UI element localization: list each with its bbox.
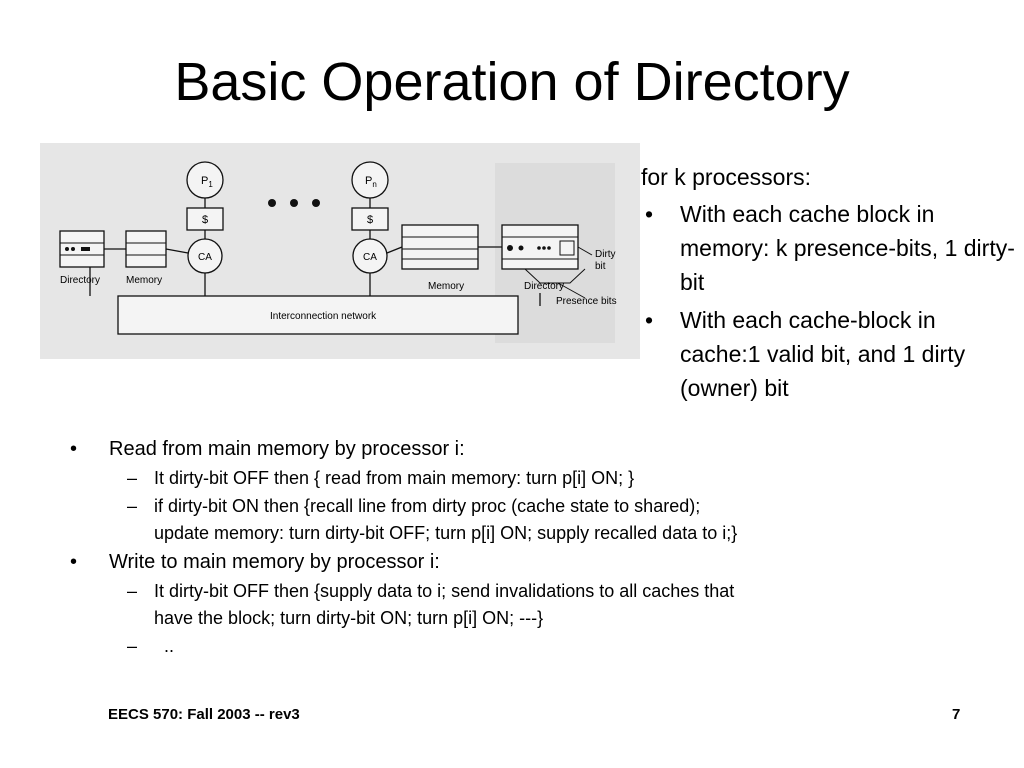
bullet-symbol: • <box>645 201 654 227</box>
ellipsis-dot <box>290 199 298 207</box>
dash-symbol: – <box>127 636 138 656</box>
sub-bullet-text: if dirty-bit ON then {recall line from d… <box>154 496 701 516</box>
right-bullet-text: With each cache block in memory: k prese… <box>680 201 1015 295</box>
cache-right-label: $ <box>367 214 373 226</box>
right-panel-lead: for k processors: <box>641 164 811 190</box>
bullet-item-read: • Read from main memory by processor i: <box>70 435 970 463</box>
p1-sub: 1 <box>208 180 213 189</box>
main-bullet-list: • Read from main memory by processor i: … <box>70 435 970 661</box>
ca-right-label: CA <box>363 252 377 263</box>
right-bullet-text: With each cache-block in cache:1 valid b… <box>680 307 966 401</box>
right-bullet-item: • With each cache-block in cache:1 valid … <box>641 303 1016 405</box>
sub-bullet-item: – .. <box>70 633 970 660</box>
bullet-item-write: • Write to main memory by processor i: <box>70 548 970 576</box>
directory-diagram: P1 $ CA Pn $ CA Directory Memory <box>40 143 640 359</box>
dash-symbol: – <box>127 581 138 601</box>
right-panel: for k processors: • With each cache block… <box>641 160 1016 409</box>
directory-left-label: Directory <box>60 275 100 286</box>
memory-left-box <box>125 230 167 268</box>
sub-bullet-item: – if dirty-bit ON then {recall line from… <box>70 493 970 547</box>
cache-left-label: $ <box>202 214 208 226</box>
footer-page-number: 7 <box>952 706 961 723</box>
svg-text:Pn: Pn <box>365 175 377 189</box>
sub-bullet-item: – It dirty-bit OFF then { read from main… <box>70 465 970 492</box>
p1-label: P <box>201 175 208 187</box>
sub-bullet-text: It dirty-bit OFF then { read from main m… <box>154 468 635 488</box>
bullet-text: Write to main memory by processor i: <box>109 551 440 573</box>
sub-bullet-text: .. <box>154 636 175 656</box>
svg-text:P1: P1 <box>201 175 213 189</box>
bullet-text: Read from main memory by processor i: <box>109 438 465 460</box>
slide-title: Basic Operation of Directory <box>174 52 850 112</box>
memory-right-box <box>401 224 479 270</box>
memory-right-label: Memory <box>428 281 464 292</box>
pn-sub: n <box>372 180 376 189</box>
sub-bullet-text: have the block; turn dirty-bit ON; turn … <box>154 608 544 628</box>
dirty-bit-label-line1: Dirty <box>595 249 616 260</box>
presence-bits-label: Presence bits <box>556 296 617 307</box>
dash-symbol: – <box>127 468 138 488</box>
ellipsis-dot <box>268 199 276 207</box>
ellipsis-dot <box>312 199 320 207</box>
dirty-bit-label-line2: bit <box>595 261 606 272</box>
bullet-symbol: • <box>70 438 78 460</box>
interconnection-network-box <box>117 295 519 335</box>
sub-bullet-text: update memory: turn dirty-bit OFF; turn … <box>154 523 738 543</box>
pn-label: P <box>365 175 372 187</box>
bullet-symbol: • <box>645 307 654 333</box>
bullet-symbol: • <box>70 551 78 573</box>
right-bullet-item: • With each cache block in memory: k pres… <box>641 197 1016 299</box>
dash-symbol: – <box>127 496 138 516</box>
sub-bullet-item: – It dirty-bit OFF then {supply data to … <box>70 578 970 632</box>
right-bullet-list: • With each cache block in memory: k pres… <box>641 197 1016 405</box>
directory-right-label: Directory <box>524 281 564 292</box>
memory-left-label: Memory <box>126 275 162 286</box>
interconnect-label: Interconnection network <box>270 311 377 322</box>
sub-bullet-text: It dirty-bit OFF then {supply data to i;… <box>154 581 735 601</box>
ca-left-label: CA <box>198 252 212 263</box>
footer-course: EECS 570: Fall 2003 -- rev3 <box>108 706 300 723</box>
